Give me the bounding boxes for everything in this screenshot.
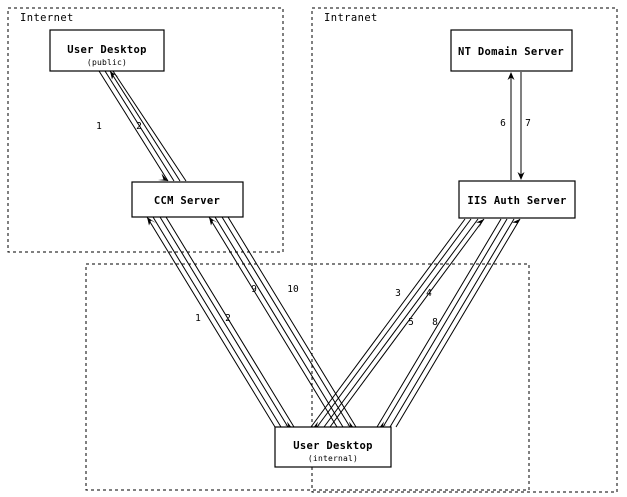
step-label-3: 3 bbox=[395, 288, 401, 299]
node-label-nt-domain-server: NT Domain Server bbox=[458, 46, 564, 58]
node-box-user-desktop-public[interactable] bbox=[49, 29, 165, 72]
step-label-8: 8 bbox=[432, 317, 438, 328]
zone-boundary-intranet bbox=[311, 7, 618, 493]
arrow-head-1-internal bbox=[147, 217, 156, 226]
node-sublabel-user-desktop-public: (public) bbox=[87, 58, 127, 67]
zone-boundary-internet bbox=[7, 7, 284, 253]
node-label-ccm-server: CCM Server bbox=[154, 195, 220, 207]
flow-line-2-internal-down-a bbox=[159, 216, 289, 428]
node-box-nt-domain-server[interactable] bbox=[450, 29, 573, 72]
zone-label-internet: Internet bbox=[20, 12, 74, 24]
arrow-head-4 bbox=[512, 219, 520, 228]
node-label-iis-auth-server: IIS Auth Server bbox=[467, 195, 566, 207]
flow-line-1-public-down-b bbox=[104, 70, 175, 182]
flow-line-8-down-a bbox=[382, 218, 508, 428]
arrow-head-7 bbox=[517, 172, 525, 180]
node-box-iis-auth-server[interactable] bbox=[458, 180, 576, 219]
step-label-2-public: 2 bbox=[136, 121, 142, 132]
flow-line-3-up-a bbox=[323, 218, 479, 428]
flow-line-1-internal-up-a bbox=[152, 216, 282, 428]
flow-line-5-down-b bbox=[310, 218, 466, 428]
flow-line-1-internal-up-b bbox=[146, 216, 276, 428]
step-label-4: 4 bbox=[426, 288, 432, 299]
arrow-head-2-internal bbox=[284, 421, 292, 428]
node-box-ccm-server[interactable] bbox=[131, 181, 244, 218]
flow-line-2-internal-down-b bbox=[165, 216, 295, 428]
flow-line-3-up-b bbox=[329, 218, 485, 428]
arrow-head-8 bbox=[379, 421, 387, 428]
step-label-10: 10 bbox=[287, 284, 299, 295]
step-label-1-internal: 1 bbox=[195, 313, 201, 324]
arrow-head-2-public bbox=[110, 71, 119, 80]
node-label-user-desktop-internal: User Desktop bbox=[293, 440, 372, 452]
arrow-head-1-public bbox=[158, 173, 168, 181]
flow-line-4-up-b bbox=[395, 218, 521, 428]
arrow-head-9 bbox=[209, 217, 218, 226]
zone-label-intranet: Intranet bbox=[324, 12, 378, 24]
step-label-1-public: 1 bbox=[96, 121, 102, 132]
node-sublabel-user-desktop-internal: (internal) bbox=[308, 454, 358, 463]
node-box-user-desktop-internal[interactable] bbox=[274, 426, 392, 468]
flow-line-10-down-a bbox=[221, 216, 351, 428]
step-label-2-internal: 2 bbox=[225, 313, 231, 324]
flow-line-9-up-b bbox=[208, 216, 338, 428]
arrow-head-5 bbox=[313, 421, 321, 428]
flow-line-5-down-a bbox=[316, 218, 472, 428]
flow-line-10-down-b bbox=[227, 216, 357, 428]
flow-line-4-up-a bbox=[389, 218, 515, 428]
flow-line-8-down-b bbox=[376, 218, 502, 428]
node-label-user-desktop-public: User Desktop bbox=[67, 44, 146, 56]
step-label-9: 9 bbox=[251, 284, 257, 295]
flow-line-2-public-up-b bbox=[112, 70, 187, 182]
arrow-head-6 bbox=[507, 72, 515, 80]
flow-line-1-public-down bbox=[98, 70, 169, 182]
flow-line-2-public-up-a bbox=[109, 70, 181, 182]
arrow-head-10 bbox=[346, 421, 354, 428]
zone-boundary-lower bbox=[85, 263, 530, 491]
arrow-head-3 bbox=[476, 219, 484, 228]
step-label-7: 7 bbox=[525, 118, 531, 129]
step-label-5: 5 bbox=[408, 317, 414, 328]
step-label-6: 6 bbox=[500, 118, 506, 129]
flow-line-9-up-a bbox=[214, 216, 344, 428]
